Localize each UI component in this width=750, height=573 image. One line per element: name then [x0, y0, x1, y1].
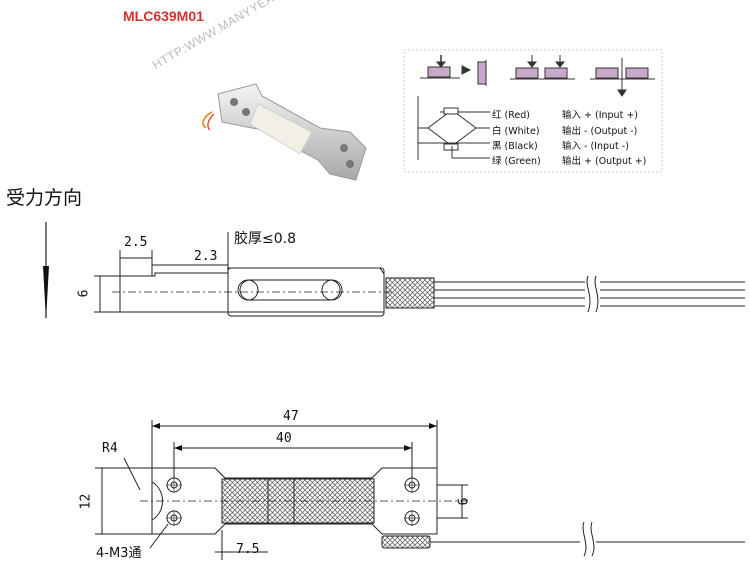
dim-total-length: 47	[283, 409, 299, 424]
dim-width-12: 12	[78, 493, 94, 510]
force-direction-label: 受力方向	[6, 187, 83, 209]
dim-radius: R4	[102, 441, 118, 456]
wire-green: 绿 (Green) 输出 + (Output +)	[492, 156, 647, 167]
glue-thickness-note: 胶厚≤0.8	[234, 231, 296, 247]
wire-white: 白 (White) 输出 - (Output -)	[492, 126, 638, 137]
model-label: MLC639M01	[123, 8, 204, 24]
dim-2-5: 2.5	[124, 235, 148, 250]
wire-red: 红 (Red) 输入 + (Input +)	[492, 110, 638, 121]
dim-hole-spacing: 40	[276, 431, 292, 446]
dim-gauge-offset: 7.5	[236, 542, 260, 557]
wire-black: 黑 (Black) 输入 - (Input -)	[492, 141, 629, 152]
icon-load-1	[427, 66, 451, 78]
dim-height-6-right: 6	[456, 497, 472, 506]
hole-spec: 4-M3通	[96, 546, 142, 561]
dim-2-3: 2.3	[194, 249, 218, 264]
